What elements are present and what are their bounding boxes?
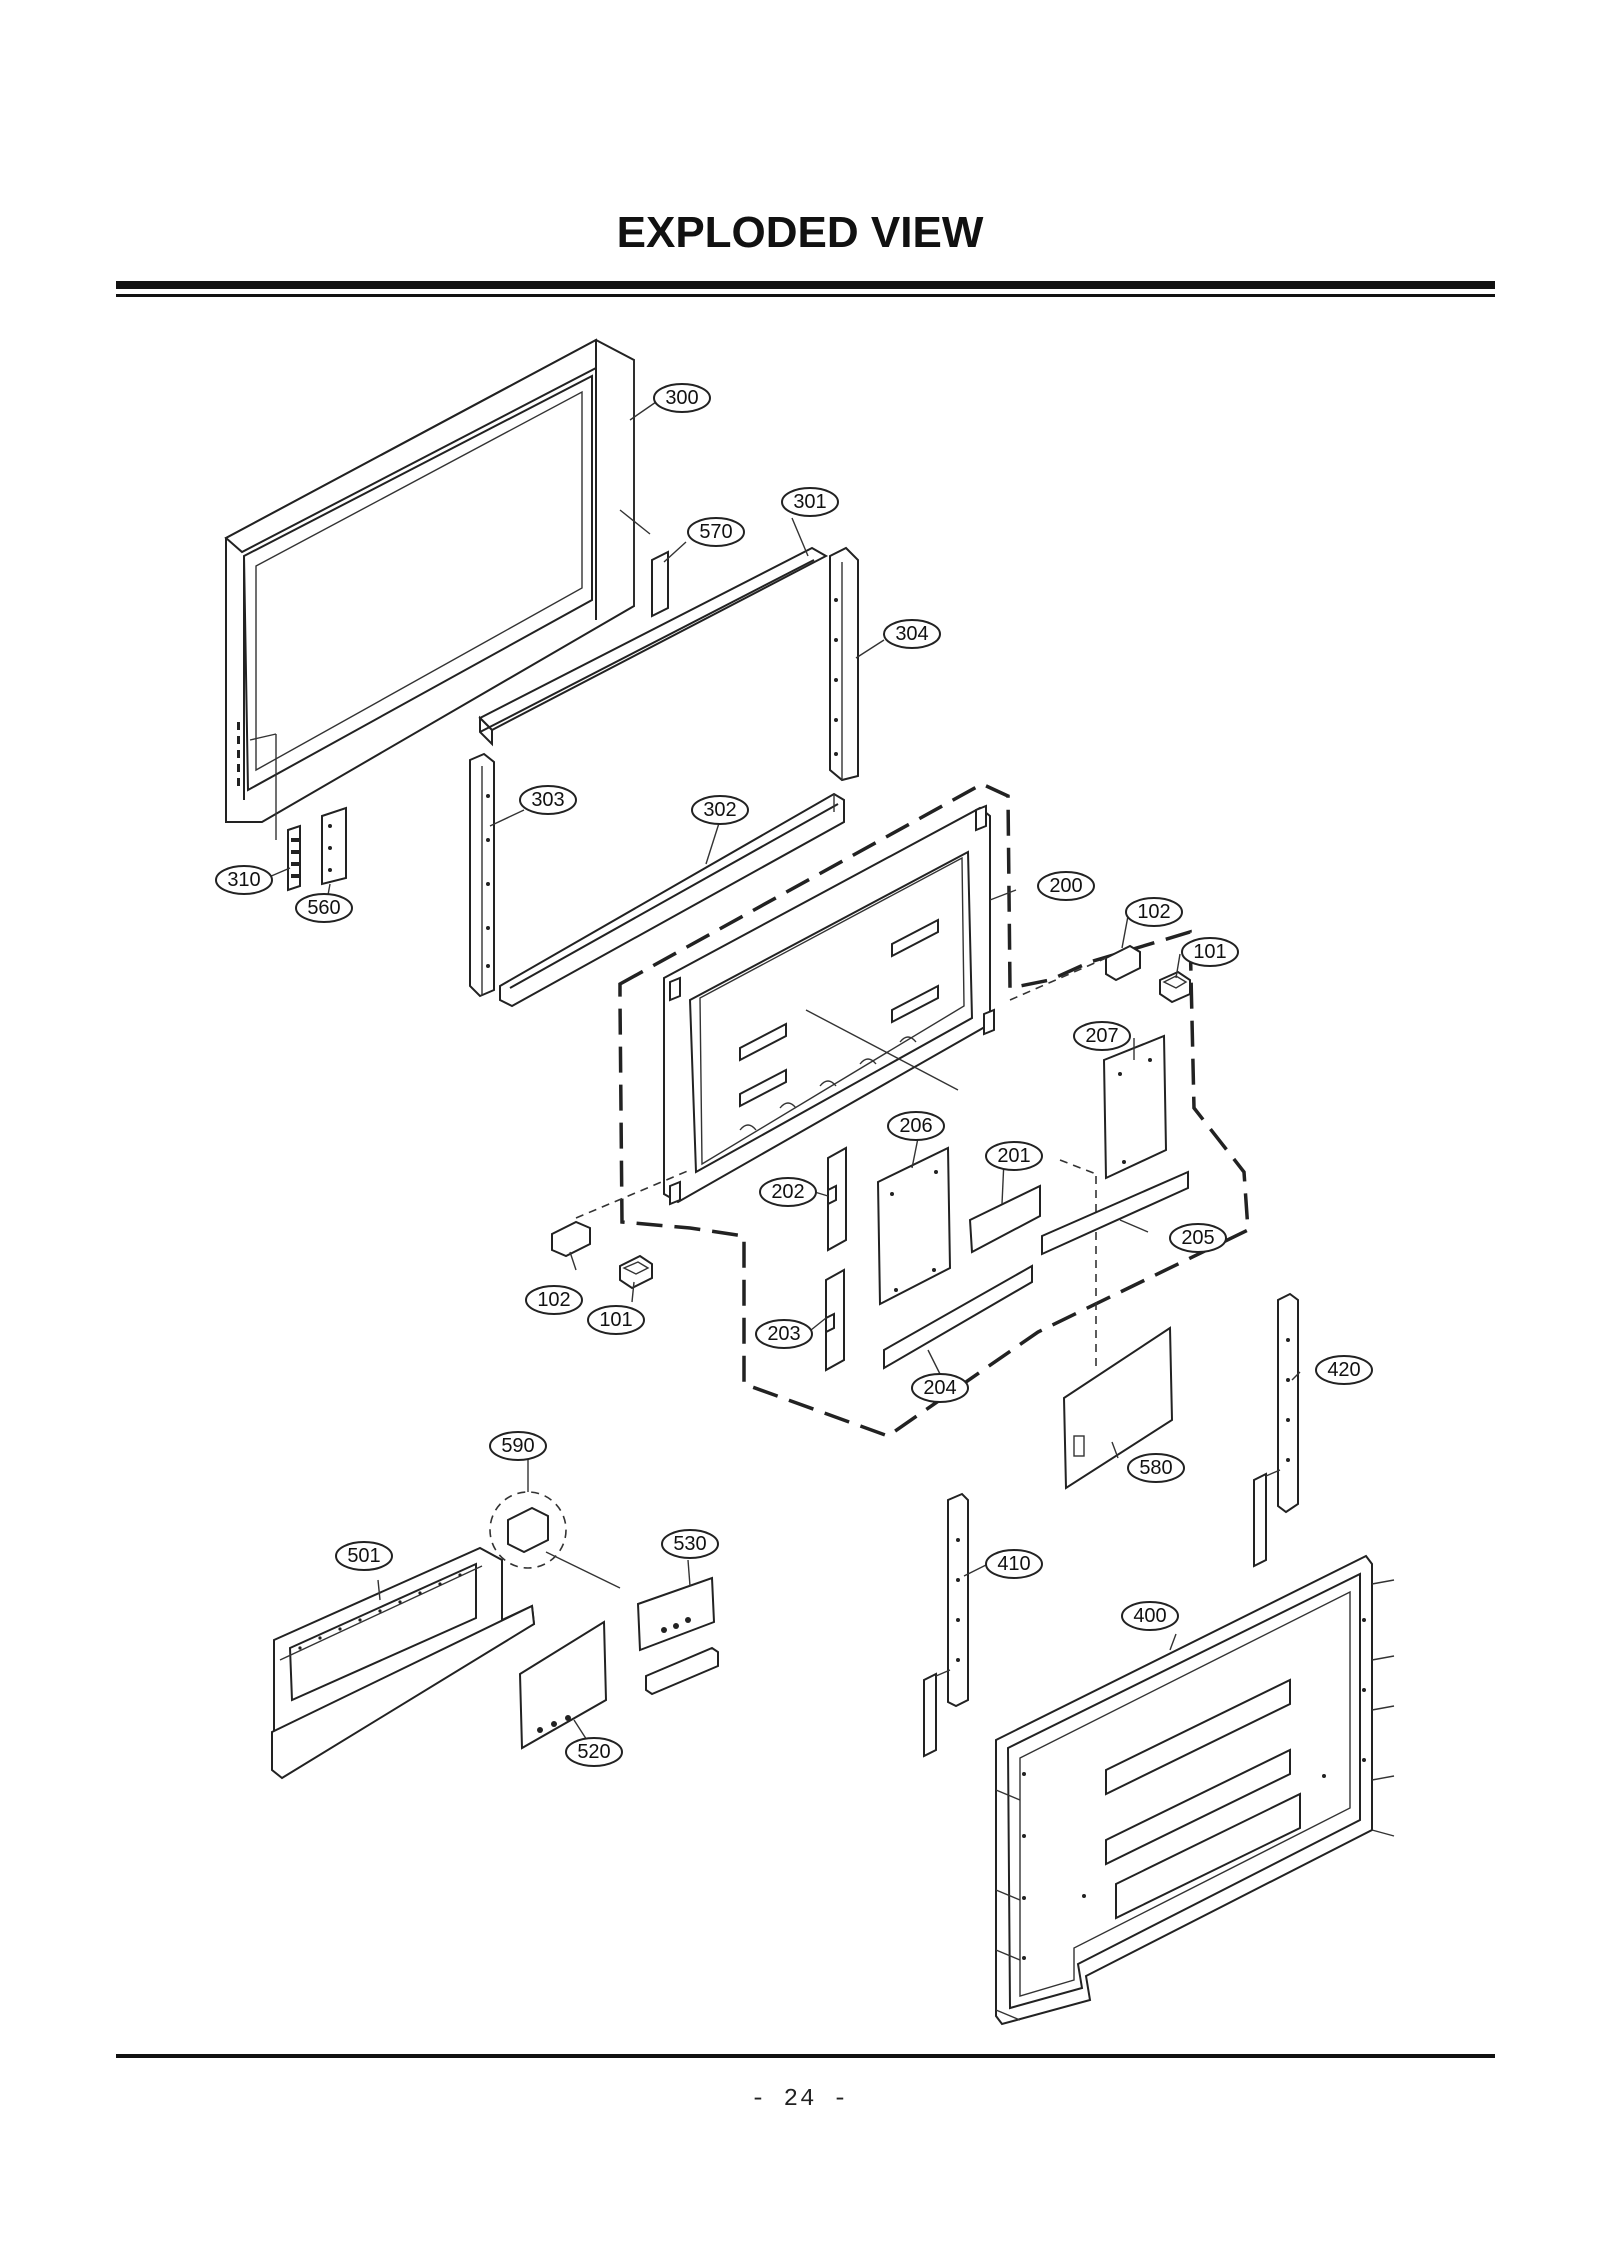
label-204-text: 204 bbox=[923, 1377, 956, 1399]
small-block-570-part bbox=[619, 509, 669, 618]
label-590: 590 bbox=[489, 1431, 547, 1461]
label-410-text: 410 bbox=[997, 1553, 1030, 1575]
label-590-text: 590 bbox=[501, 1435, 534, 1457]
label-560-text: 560 bbox=[307, 897, 340, 919]
strip-205-part bbox=[1041, 1170, 1189, 1256]
bottom-bracket-part bbox=[499, 792, 845, 1008]
label-202: 202 bbox=[759, 1177, 817, 1207]
footer-rule bbox=[116, 2054, 1495, 2058]
label-420: 420 bbox=[1315, 1355, 1373, 1385]
pcb-202-part bbox=[827, 1146, 847, 1252]
control-board-310-part bbox=[287, 824, 301, 892]
front-frame-501-part bbox=[271, 1546, 536, 1780]
label-102-left-text: 102 bbox=[537, 1289, 570, 1311]
label-303-text: 303 bbox=[531, 789, 564, 811]
chassis-assembly-outline bbox=[618, 782, 1250, 1438]
label-101-right: 101 bbox=[1181, 937, 1239, 967]
label-203: 203 bbox=[755, 1319, 813, 1349]
bracket-560-part bbox=[321, 806, 347, 886]
pcb-203-part bbox=[825, 1268, 845, 1372]
title-rule-thin bbox=[116, 294, 1495, 297]
label-520-text: 520 bbox=[577, 1741, 610, 1763]
pcb-206-part bbox=[876, 1146, 952, 1306]
label-300-text: 300 bbox=[665, 387, 698, 409]
bracket-410-part bbox=[923, 1492, 969, 1758]
label-204: 204 bbox=[911, 1373, 969, 1403]
pcb-520-part bbox=[518, 1620, 608, 1750]
label-101-right-text: 101 bbox=[1193, 941, 1226, 963]
label-301: 301 bbox=[781, 487, 839, 517]
label-201: 201 bbox=[985, 1141, 1043, 1171]
label-304-text: 304 bbox=[895, 623, 928, 645]
label-310-text: 310 bbox=[227, 869, 260, 891]
label-205-text: 205 bbox=[1181, 1227, 1214, 1249]
title-rule-thick bbox=[116, 281, 1495, 289]
stand-mount-102-left-part bbox=[551, 1169, 691, 1258]
label-206-text: 206 bbox=[899, 1115, 932, 1137]
pcb-207-part bbox=[1102, 1034, 1168, 1180]
label-300: 300 bbox=[653, 383, 711, 413]
label-301-text: 301 bbox=[793, 491, 826, 513]
label-310: 310 bbox=[215, 865, 273, 895]
label-101-left-text: 101 bbox=[599, 1309, 632, 1331]
label-530-text: 530 bbox=[673, 1533, 706, 1555]
label-580-text: 580 bbox=[1139, 1457, 1172, 1479]
label-410: 410 bbox=[985, 1549, 1043, 1579]
label-207: 207 bbox=[1073, 1021, 1131, 1051]
label-102-right: 102 bbox=[1125, 897, 1183, 927]
label-520: 520 bbox=[565, 1737, 623, 1767]
label-570-text: 570 bbox=[699, 521, 732, 543]
label-570: 570 bbox=[687, 517, 745, 547]
label-530: 530 bbox=[661, 1529, 719, 1559]
label-200-text: 200 bbox=[1049, 875, 1082, 897]
label-302: 302 bbox=[691, 795, 749, 825]
label-101-left: 101 bbox=[587, 1305, 645, 1335]
label-102-right-text: 102 bbox=[1137, 901, 1170, 923]
label-200: 200 bbox=[1037, 871, 1095, 901]
label-304: 304 bbox=[883, 619, 941, 649]
foot-101-left-part bbox=[619, 1254, 653, 1290]
side-strip-304-part bbox=[829, 546, 859, 782]
page-number: - 24 - bbox=[750, 2086, 850, 2113]
label-202-text: 202 bbox=[771, 1181, 804, 1203]
label-203-text: 203 bbox=[767, 1323, 800, 1345]
page-title: EXPLODED VIEW bbox=[616, 208, 984, 257]
detail-590-part bbox=[489, 1491, 621, 1589]
stand-mount-102-right-part bbox=[1009, 944, 1141, 1001]
label-206: 206 bbox=[887, 1111, 945, 1141]
label-501-text: 501 bbox=[347, 1545, 380, 1567]
label-420-text: 420 bbox=[1327, 1359, 1360, 1381]
label-207-text: 207 bbox=[1085, 1025, 1118, 1047]
label-102-left: 102 bbox=[525, 1285, 583, 1315]
label-400-text: 400 bbox=[1133, 1605, 1166, 1627]
label-302-text: 302 bbox=[703, 799, 736, 821]
label-560: 560 bbox=[295, 893, 353, 923]
pcb-530-part bbox=[636, 1576, 719, 1696]
cover-plate-580-part bbox=[1062, 1326, 1174, 1490]
label-205: 205 bbox=[1169, 1223, 1227, 1253]
strip-204-part bbox=[883, 1264, 1033, 1370]
top-bracket-part bbox=[478, 546, 829, 747]
side-strip-303-part bbox=[469, 752, 495, 998]
label-303: 303 bbox=[519, 785, 577, 815]
front-bezel-part bbox=[224, 338, 635, 840]
chassis-frame-part bbox=[663, 804, 995, 1206]
label-580: 580 bbox=[1127, 1453, 1185, 1483]
back-cover-400-part bbox=[995, 1554, 1395, 2026]
foot-101-right-part bbox=[1159, 970, 1191, 1004]
bracket-420-part bbox=[1253, 1292, 1299, 1568]
label-400: 400 bbox=[1121, 1601, 1179, 1631]
pcb-201-part bbox=[968, 1159, 1097, 1370]
label-201-text: 201 bbox=[997, 1145, 1030, 1167]
label-501: 501 bbox=[335, 1541, 393, 1571]
